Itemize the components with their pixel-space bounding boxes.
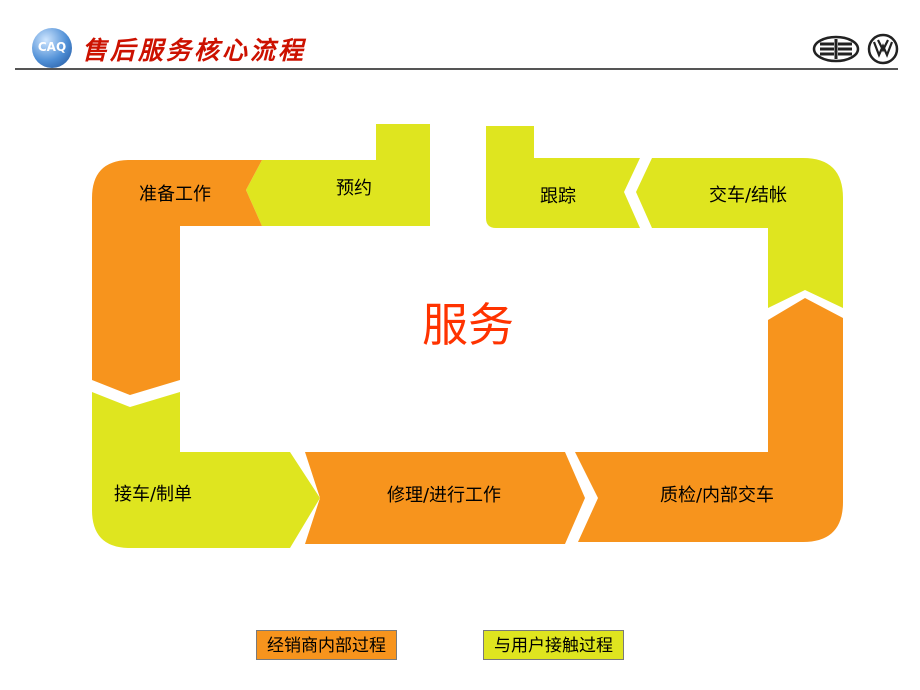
step-shape-repair: [305, 452, 585, 544]
step-shape-delivery: [636, 158, 843, 308]
step-shape-preparation: [92, 160, 262, 395]
step-shape-reception: [92, 392, 320, 548]
step-label-delivery: 交车/结帐: [708, 185, 788, 206]
step-shape-tracking: [486, 126, 640, 228]
center-label: 服务: [422, 298, 514, 352]
step-label-repair: 修理/进行工作: [386, 485, 502, 506]
faw-logo-icon: [812, 35, 860, 63]
vw-logo-icon: [867, 33, 899, 65]
step-shape-reservation: [246, 124, 430, 226]
step-label-preparation: 准备工作: [139, 184, 211, 205]
step-shape-inspection: [575, 298, 843, 542]
legend-customer: 与用户接触过程: [483, 630, 624, 660]
page-title: 售后服务核心流程: [82, 36, 307, 65]
step-label-reservation: 预约: [336, 178, 372, 199]
caq-logo-icon: CAQ: [32, 28, 72, 68]
header-divider: [15, 68, 898, 70]
step-label-inspection: 质检/内部交车: [659, 485, 775, 506]
legend-internal: 经销商内部过程: [256, 630, 397, 660]
step-label-tracking: 跟踪: [540, 186, 576, 207]
step-label-reception: 接车/制单: [113, 484, 193, 505]
caq-logo-text: CAQ: [37, 40, 67, 54]
